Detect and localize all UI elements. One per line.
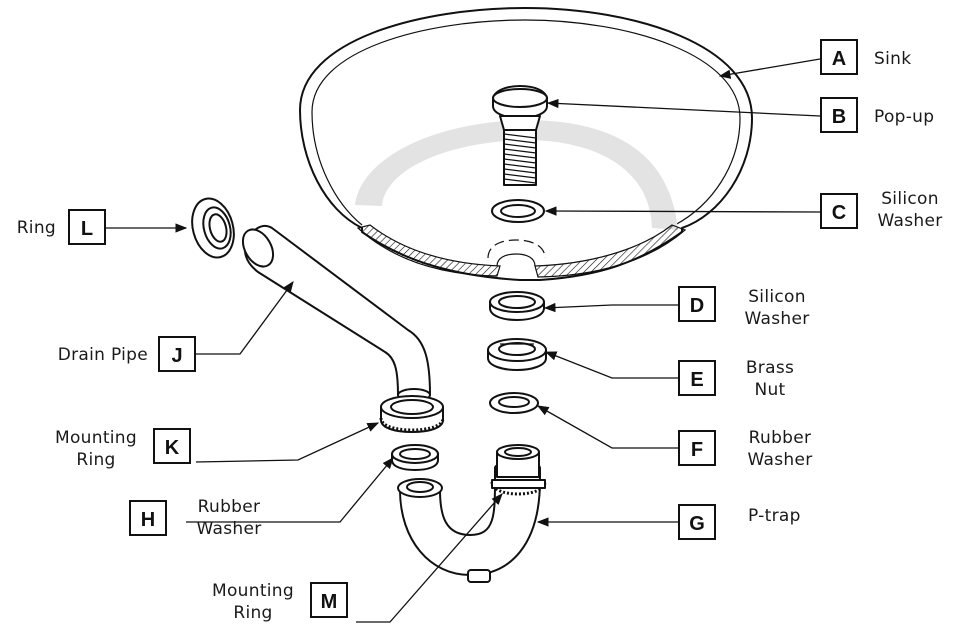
callout-box-e (678, 360, 716, 396)
bowl-section-left (356, 224, 501, 277)
callout-letter-d: D (690, 295, 704, 317)
rubber-washer-f (489, 392, 539, 414)
callout-letter-k: K (165, 437, 180, 459)
bowl-shadow (355, 120, 678, 230)
callout-letter-c: C (832, 202, 846, 224)
callout-g: G P-trap (678, 504, 801, 540)
leader-e (544, 351, 678, 379)
leader-j (196, 281, 294, 355)
callout-label-m-1: Mounting (212, 581, 294, 601)
callout-box-b (820, 97, 858, 133)
callout-letter-g: G (689, 513, 705, 535)
leader-m (356, 493, 503, 623)
leader-h (186, 457, 394, 523)
bowl-section-right (534, 224, 687, 278)
callout-label-d-1: Silicon (748, 287, 806, 307)
callout-m: M Mounting Ring (212, 581, 348, 623)
leader-b (546, 98, 821, 117)
callout-letter-f: F (691, 439, 703, 461)
callout-box-m (310, 582, 348, 618)
leader-a (718, 58, 821, 79)
mounting-ring-k (379, 395, 445, 433)
leader-d (543, 302, 678, 313)
callout-label-m-2: Ring (233, 603, 272, 623)
leader-lines (105, 58, 821, 623)
callout-l: L Ring (17, 209, 106, 245)
drain-pipe (241, 224, 431, 402)
callout-letter-e: E (690, 369, 703, 391)
ring-l (191, 197, 235, 259)
callout-label-h-1: Rubber (198, 497, 261, 517)
callout-letter-b: B (832, 106, 846, 128)
callout-letter-l: L (81, 218, 93, 240)
callout-box-k (153, 428, 191, 464)
callout-d: D Silicon Washer (678, 286, 809, 329)
callout-box-l (68, 209, 106, 245)
leader-k (195, 422, 380, 463)
callout-box-c (820, 193, 858, 229)
callout-e: E Brass Nut (678, 358, 794, 400)
callout-label-k-2: Ring (76, 450, 115, 470)
callout-box-g (678, 504, 716, 540)
leader-c (544, 206, 821, 216)
callout-box-f (678, 430, 716, 466)
callout-box-j (158, 336, 196, 372)
callout-label-d-2: Washer (744, 309, 809, 329)
silicon-washer-d (489, 291, 545, 321)
callout-label-c-1: Silicon (881, 189, 939, 209)
pop-up-threads (503, 129, 537, 186)
callout-a: A Sink (820, 39, 911, 75)
callout-label-a: Sink (874, 49, 911, 69)
callout-letter-j: J (171, 345, 182, 367)
callout-label-f-1: Rubber (749, 428, 812, 448)
silicon-washer-c (491, 199, 545, 223)
callout-label-c-2: Washer (877, 211, 942, 231)
callout-letter-m: M (321, 591, 338, 613)
callout-k: K Mounting Ring (55, 428, 191, 470)
callout-h: H Rubber Washer (129, 497, 261, 539)
brass-nut (487, 338, 547, 371)
callout-box-d (678, 286, 716, 322)
callout-label-e-2: Nut (754, 380, 785, 400)
callout-f: F Rubber Washer (678, 428, 812, 470)
p-trap (397, 444, 547, 583)
callout-letter-h: H (141, 509, 155, 531)
callout-label-h-2: Washer (196, 519, 261, 539)
callout-label-g: P-trap (748, 506, 801, 526)
rubber-washer-h (391, 444, 439, 471)
leader-f (536, 405, 678, 449)
pop-up-stopper (492, 85, 548, 186)
callout-box-h (129, 500, 167, 536)
callout-label-k-1: Mounting (55, 428, 137, 448)
callout-j: J Drain Pipe (58, 336, 196, 372)
callout-label-j: Drain Pipe (58, 345, 148, 365)
callout-box-a (820, 39, 858, 75)
callout-label-e-1: Brass (746, 358, 794, 378)
callout-b: B Pop-up (820, 97, 934, 133)
callout-c: C Silicon Washer (820, 189, 942, 231)
callout-label-b: Pop-up (874, 107, 934, 127)
callout-letter-a: A (832, 48, 846, 70)
callout-label-f-2: Washer (747, 450, 812, 470)
callout-label-l: Ring (17, 218, 56, 238)
